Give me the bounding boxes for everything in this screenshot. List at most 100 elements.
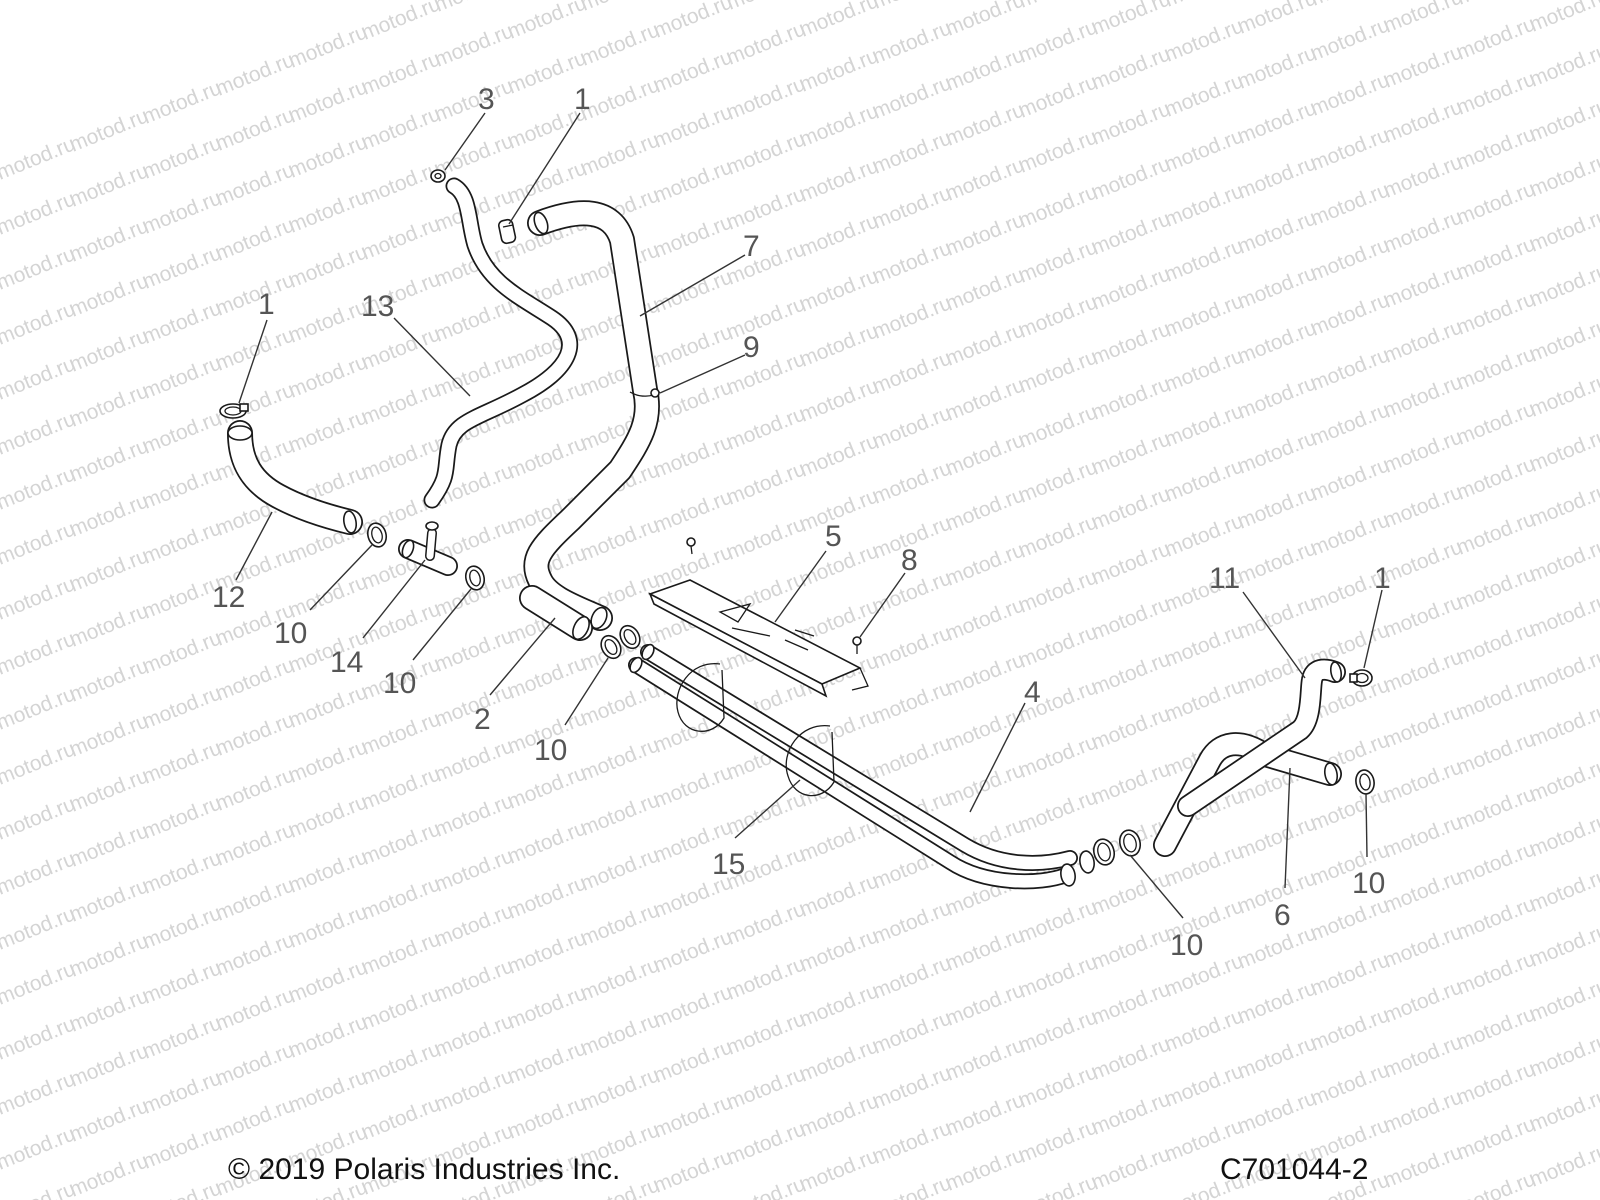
parts-group	[219, 169, 1375, 890]
watermark-text: motod.ru	[650, 1035, 735, 1087]
watermark-text: motod.ru	[285, 405, 370, 457]
watermark-text: motod.ru	[66, 654, 151, 706]
watermark-text: motod.ru	[285, 845, 370, 897]
watermark-text: motod.ru	[431, 1009, 516, 1061]
pipe-7	[523, 200, 660, 631]
watermark-text: motod.ru	[1234, 96, 1319, 148]
watermark-text: motod.ru	[358, 1037, 443, 1089]
watermark-text: motod.ru	[1161, 619, 1246, 671]
watermark-text: motod.ru	[1526, 644, 1600, 696]
watermark-text: motod.ru	[0, 957, 79, 1009]
watermark-text: motod.ru	[796, 1089, 881, 1141]
watermark-text: motod.ru	[796, 814, 881, 866]
watermark-text: motod.ru	[577, 843, 662, 895]
callout-1-right: 1	[1374, 562, 1391, 595]
watermark-text: motod.ru	[1307, 398, 1392, 450]
watermark-text: motod.ru	[358, 597, 443, 649]
watermark-text: motod.ru	[139, 461, 224, 513]
watermark-text: motod.ru	[1453, 672, 1538, 724]
watermark-text: motod.ru	[0, 792, 79, 844]
watermark-text: motod.ru	[504, 926, 589, 978]
watermark-text: motod.ru	[1088, 97, 1173, 149]
watermark-text: motod.ru	[1088, 262, 1173, 314]
watermark-text: motod.ru	[1234, 0, 1319, 39]
watermark-text: motod.ru	[1234, 536, 1319, 588]
watermark-text: motod.ru	[1015, 950, 1100, 1002]
watermark-text: motod.ru	[139, 846, 224, 898]
watermark-text: motod.ru	[66, 544, 151, 596]
clamp-1-left	[219, 403, 249, 419]
watermark-text: motod.ru	[796, 154, 881, 206]
watermark-text: motod.ru	[358, 212, 443, 264]
watermark-text: motod.ru	[358, 927, 443, 979]
watermark-text: motod.ru	[285, 1065, 370, 1117]
watermark-text: motod.ru	[66, 434, 151, 486]
callout-6: 6	[1274, 899, 1291, 932]
bolt-8	[852, 636, 862, 654]
watermark-text: motod.ru	[650, 1090, 735, 1142]
watermark-text: motod.ru	[1088, 867, 1173, 919]
watermark-text: motod.ru	[869, 1006, 954, 1058]
watermark-text: motod.ru	[723, 457, 808, 509]
watermark-text: motod.ru	[504, 981, 589, 1033]
watermark-text: motod.ru	[942, 648, 1027, 700]
watermark-text: motod.ru	[66, 1149, 151, 1200]
watermark-text: motod.ru	[1161, 179, 1246, 231]
watermark-text: motod.ru	[66, 159, 151, 211]
watermark-text: motod.ru	[650, 760, 735, 812]
watermark-text: motod.ru	[1453, 1057, 1538, 1109]
watermark-text: motod.ru	[1161, 234, 1246, 286]
watermark-text: motod.ru	[1380, 315, 1465, 367]
leader-9	[659, 354, 746, 394]
watermark-text: motod.ru	[1234, 811, 1319, 863]
callout-12: 12	[212, 581, 245, 614]
watermark-text: motod.ru	[577, 1063, 662, 1115]
watermark-text: motod.ru	[796, 264, 881, 316]
callout-10-e: 10	[1170, 929, 1203, 962]
watermark-text: motod.ru	[139, 186, 224, 238]
watermark-text: motod.ru	[1453, 837, 1538, 889]
watermark-text: motod.ru	[1307, 948, 1392, 1000]
watermark-text: motod.ru	[1307, 233, 1392, 285]
watermark-text: motod.ru	[139, 131, 224, 183]
watermark-text: motod.ru	[66, 1039, 151, 1091]
watermark-text: motod.ru	[1526, 259, 1600, 311]
watermark-text: motod.ru	[796, 209, 881, 261]
watermark-text: motod.ru	[431, 1064, 516, 1116]
watermark-text: motod.ru	[723, 402, 808, 454]
watermark-text: motod.ru	[285, 900, 370, 952]
watermark-text: motod.ru	[1234, 206, 1319, 258]
watermark-text: motod.ru	[1015, 565, 1100, 617]
watermark-text: motod.ru	[942, 98, 1027, 150]
watermark-text: motod.ru	[1453, 67, 1538, 119]
watermark-text: motod.ru	[1088, 372, 1173, 424]
watermark-text: motod.ru	[942, 1143, 1027, 1195]
watermark-text: motod.ru	[1015, 125, 1100, 177]
watermark-text: motod.ru	[212, 323, 297, 375]
watermark-text: motod.ru	[358, 707, 443, 759]
watermark-text: motod.ru	[869, 291, 954, 343]
watermark-text: motod.ru	[431, 734, 516, 786]
watermark-text: motod.ru	[1380, 645, 1465, 697]
leader-10-e	[1129, 854, 1184, 919]
watermark-text: motod.ru	[139, 1121, 224, 1173]
watermark-text: motod.ru	[66, 489, 151, 541]
callout-7: 7	[743, 230, 760, 263]
leader-13	[393, 317, 471, 397]
watermark-text: motod.ru	[942, 43, 1027, 95]
watermark-text: motod.ru	[1526, 94, 1600, 146]
watermark-text: motod.ru	[1088, 0, 1173, 40]
watermark-text: motod.ru	[577, 0, 662, 16]
tee-connector-14	[398, 521, 458, 576]
watermark-text: motod.ru	[942, 978, 1027, 1030]
watermark-text: motod.ru	[1161, 289, 1246, 341]
watermark-text: motod.ru	[504, 871, 589, 923]
watermark-text: motod.ru	[431, 789, 516, 841]
watermark-text: motod.ru	[1453, 342, 1538, 394]
watermark-text: motod.ru	[1380, 920, 1465, 972]
watermark-text: motod.ru	[66, 709, 151, 761]
watermark-text: motod.ru	[431, 624, 516, 676]
watermark-text: motod.ru	[358, 872, 443, 924]
watermark-text: motod.ru	[0, 627, 79, 679]
watermark-text: motod.ru	[1234, 1031, 1319, 1083]
